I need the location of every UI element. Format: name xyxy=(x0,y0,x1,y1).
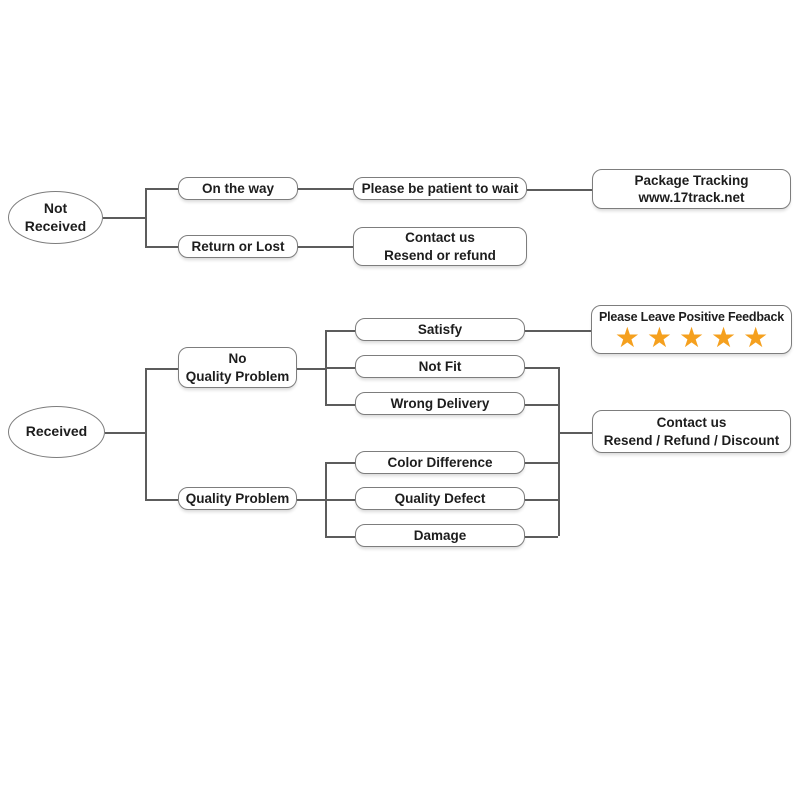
node-received: Received xyxy=(8,406,105,458)
node-label: Damage xyxy=(413,527,467,543)
node-label: Quality Defect xyxy=(394,490,486,506)
star-icon: ★ xyxy=(614,322,640,353)
connector-line xyxy=(298,188,353,190)
node-label: Please be patient to wait xyxy=(361,180,519,196)
node-label-line1: Contact us xyxy=(405,230,475,246)
node-wrong-delivery: Wrong Delivery xyxy=(355,392,525,415)
connector-line xyxy=(558,432,592,434)
feedback-title: Please Leave Positive Feedback xyxy=(598,310,785,324)
node-label-line1: Package Tracking xyxy=(634,172,749,188)
connector-line xyxy=(325,404,355,406)
node-satisfy: Satisfy xyxy=(355,318,525,341)
node-label-line2: Resend / Refund / Discount xyxy=(603,432,780,448)
connector-line xyxy=(298,246,353,248)
node-label: Received xyxy=(25,423,88,440)
star-icon: ★ xyxy=(678,322,705,353)
node-on-the-way: On the way xyxy=(178,177,298,200)
node-label: On the way xyxy=(201,180,274,196)
star-icon: ★ xyxy=(646,322,672,353)
connector-line xyxy=(527,189,592,191)
node-be-patient: Please be patient to wait xyxy=(353,177,527,200)
star-icon: ★ xyxy=(711,322,737,353)
star-icon: ★ xyxy=(743,322,769,353)
node-contact-resend-refund: Contact us Resend or refund xyxy=(353,227,527,266)
node-label: Wrong Delivery xyxy=(390,395,490,411)
node-package-tracking: Package Tracking www.17track.net xyxy=(592,169,791,209)
connector-line xyxy=(297,499,325,501)
node-quality-problem: Quality Problem xyxy=(178,487,297,510)
connector-line xyxy=(145,246,178,248)
node-label: Return or Lost xyxy=(191,238,285,254)
connector-line xyxy=(325,462,355,464)
node-label: Color Difference xyxy=(387,454,493,470)
connector-line xyxy=(145,499,178,501)
node-label-line2: Resend or refund xyxy=(384,247,496,263)
connector-line xyxy=(525,330,591,332)
node-label: Satisfy xyxy=(417,321,463,337)
connector-line xyxy=(325,330,355,332)
node-label: Not Fit xyxy=(418,358,462,374)
node-label-line1: No xyxy=(228,351,247,367)
connector-line xyxy=(145,368,178,370)
connector-line xyxy=(105,432,145,434)
connector-line xyxy=(145,188,178,190)
node-quality-defect: Quality Defect xyxy=(355,487,525,510)
node-label: Quality Problem xyxy=(185,490,290,506)
connector-line xyxy=(325,499,355,501)
node-return-or-lost: Return or Lost xyxy=(178,235,298,258)
connector-line xyxy=(325,367,355,369)
connector-line xyxy=(525,462,558,464)
node-no-quality-problem: No Quality Problem xyxy=(178,347,297,388)
connector-line xyxy=(525,499,558,501)
star-rating: ★★★★★ xyxy=(614,322,769,353)
connector-line xyxy=(297,368,325,370)
node-not-fit: Not Fit xyxy=(355,355,525,378)
connector-line xyxy=(145,188,147,247)
node-label-line2: Quality Problem xyxy=(185,368,290,384)
node-label: Not Received xyxy=(24,199,87,234)
node-positive-feedback: Please Leave Positive Feedback ★★★★★ xyxy=(591,305,792,354)
connector-line xyxy=(103,217,145,219)
connector-line xyxy=(525,536,558,538)
node-not-received: Not Received xyxy=(8,191,103,244)
connector-line xyxy=(558,367,560,536)
connector-line xyxy=(525,404,558,406)
connector-line xyxy=(145,368,147,499)
connector-line xyxy=(525,367,558,369)
node-label-line2: www.17track.net xyxy=(638,190,745,205)
node-label-line1: Contact us xyxy=(656,415,727,431)
node-damage: Damage xyxy=(355,524,525,547)
connector-line xyxy=(325,536,355,538)
node-contact-resend-refund-discount: Contact us Resend / Refund / Discount xyxy=(592,410,791,453)
node-color-difference: Color Difference xyxy=(355,451,525,474)
